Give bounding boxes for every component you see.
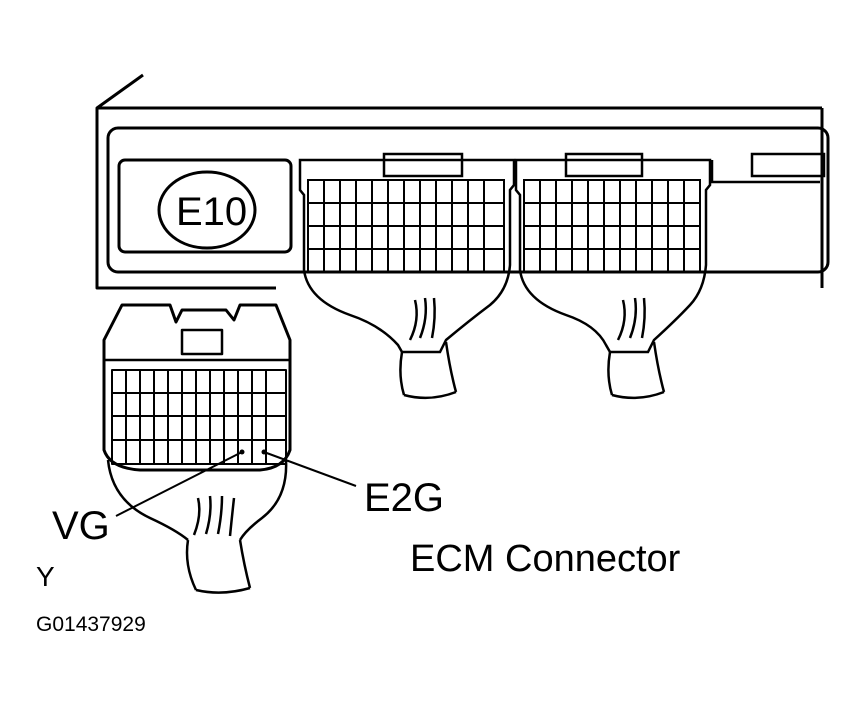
vg-leader-line <box>115 451 243 517</box>
corner-mark: Y <box>36 561 55 592</box>
mounted-connector-left <box>298 152 516 354</box>
detached-connector-harness <box>106 459 288 594</box>
e2g-pin-marker <box>261 449 267 455</box>
mounted-connector-right <box>514 152 712 354</box>
mounted-connector-partial <box>710 152 826 184</box>
connector-code-label: E10 <box>176 190 248 234</box>
e2g-leader-line <box>263 451 357 487</box>
e2g-pin-label: E2G <box>364 476 445 520</box>
figure-id: G01437929 <box>36 613 146 636</box>
mounted-connector-left-grid <box>308 180 504 272</box>
mounted-connector-left-harness <box>399 297 458 400</box>
e10-label-panel <box>117 158 293 254</box>
vg-pin-label: VG <box>52 504 110 548</box>
diagram-title: ECM Connector <box>410 538 681 580</box>
detached-connector-grid <box>112 370 286 464</box>
vg-pin-marker <box>239 449 245 455</box>
mounted-connector-right-harness <box>607 297 666 400</box>
mounted-connector-right-grid <box>524 180 700 272</box>
